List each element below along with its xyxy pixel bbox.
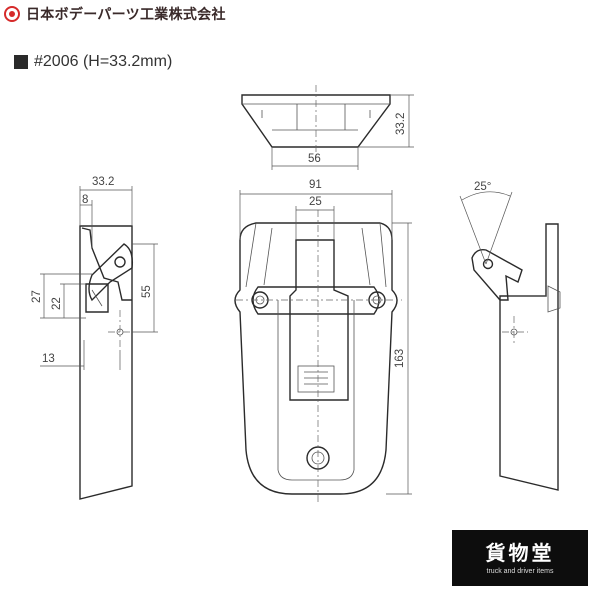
dim-side-13: 13	[42, 353, 55, 365]
brand-name: 日本ボデーパーツ工業株式会社	[26, 7, 226, 23]
dim-side-55: 55	[141, 285, 153, 298]
brand-header: 日本ボデーパーツ工業株式会社	[4, 3, 226, 25]
store-logo-name: 貨物堂	[485, 540, 555, 565]
dim-side-8: 8	[82, 194, 88, 206]
store-logo-tagline: truck and driver items	[486, 567, 554, 575]
square-bullet-icon	[14, 55, 28, 69]
top-view	[241, 85, 414, 170]
dim-side-depth: 33.2	[92, 176, 114, 188]
front-view	[234, 190, 412, 505]
left-side-view	[40, 186, 158, 500]
dim-angle: 25°	[474, 181, 491, 193]
product-title: #2006 (H=33.2mm)	[14, 53, 172, 71]
right-side-view	[459, 191, 561, 491]
dim-top-width: 56	[308, 153, 321, 165]
dim-side-22: 22	[51, 297, 63, 310]
model-label: #2006 (H=33.2mm)	[34, 53, 173, 70]
store-logo: 貨物堂 truck and driver items	[452, 530, 588, 586]
dim-side-27: 27	[31, 290, 43, 303]
target-icon	[4, 6, 20, 22]
dim-overall-height: 163	[394, 349, 406, 368]
dim-overall-width: 91	[309, 179, 322, 191]
dim-top-height: 33.2	[395, 113, 407, 135]
dim-inner-width: 25	[309, 196, 322, 208]
